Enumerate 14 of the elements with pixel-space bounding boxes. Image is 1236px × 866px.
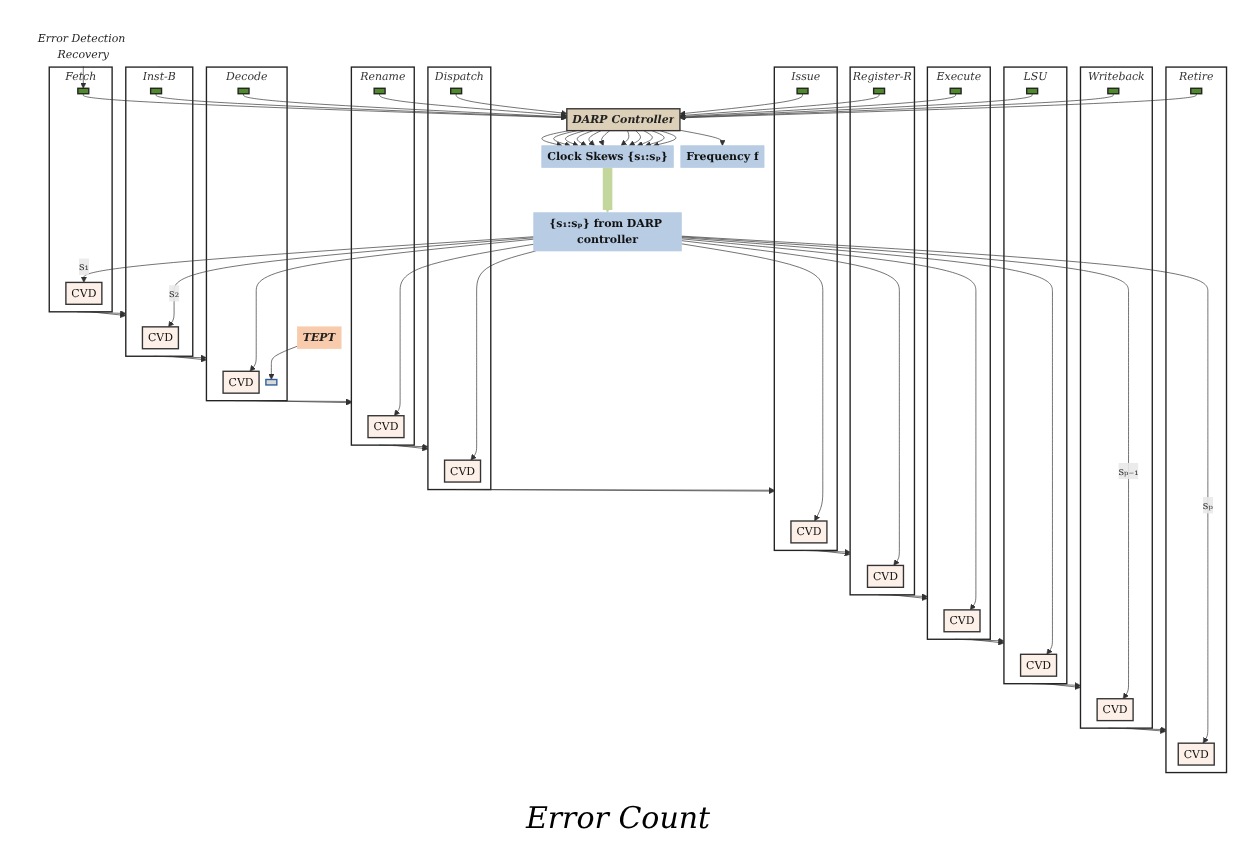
- node-box: [949, 87, 962, 95]
- node-box: [1107, 87, 1120, 95]
- node-box: [237, 87, 250, 95]
- node-box: [872, 87, 886, 95]
- node-box: [77, 87, 90, 95]
- note-text: Error Count: [525, 800, 711, 836]
- node-box: [1190, 87, 1203, 95]
- node-box: [149, 87, 163, 95]
- arrow: [602, 164, 613, 214]
- node-box: [1026, 87, 1039, 95]
- node-box: [796, 87, 809, 95]
- node-box: [450, 87, 463, 95]
- node-box: [265, 378, 278, 386]
- node-box: [373, 87, 386, 95]
